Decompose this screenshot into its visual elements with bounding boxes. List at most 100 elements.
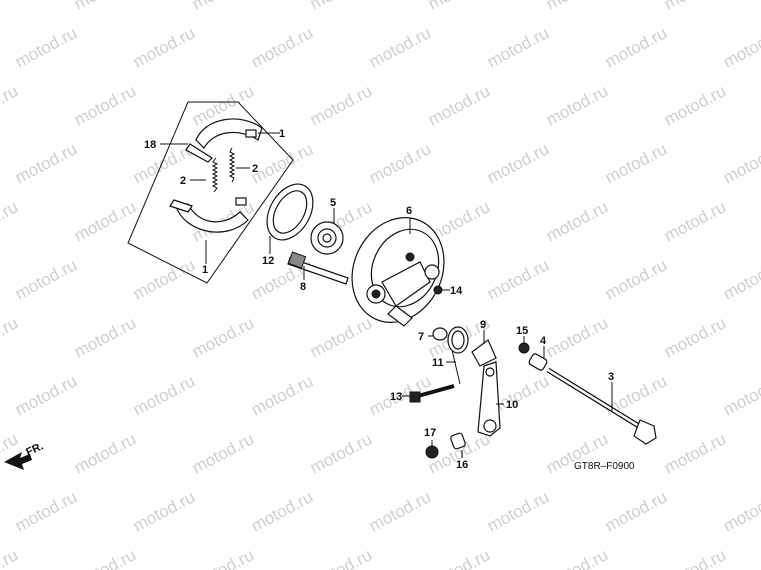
watermark-text: motod.ru bbox=[0, 429, 21, 477]
dust-seal bbox=[266, 183, 314, 241]
callout-16: 16 bbox=[456, 459, 468, 471]
watermark-text: motod.ru bbox=[307, 81, 375, 129]
watermark-text: motod.ru bbox=[661, 197, 729, 245]
watermark-text: motod.ru bbox=[12, 371, 80, 419]
watermark-text: motod.ru bbox=[661, 81, 729, 129]
watermark-text: motod.ru bbox=[130, 255, 198, 303]
watermark-text: motod.ru bbox=[248, 255, 316, 303]
diagram-code: GT8R–F0900 bbox=[574, 461, 635, 472]
watermark-text: motod.ru bbox=[0, 0, 21, 14]
callout-2-left: 2 bbox=[180, 175, 186, 187]
watermark-text: motod.ru bbox=[484, 487, 552, 535]
watermark-text: motod.ru bbox=[366, 23, 434, 71]
lock-nut bbox=[425, 445, 439, 459]
watermark-text: motod.ru bbox=[602, 139, 670, 187]
return-spring bbox=[447, 326, 469, 385]
watermark-text: motod.ru bbox=[602, 487, 670, 535]
callout-7: 7 bbox=[418, 331, 424, 343]
watermark-text: motod.ru bbox=[307, 545, 375, 570]
front-arrow-icon bbox=[4, 452, 32, 470]
watermark-text: motod.ru bbox=[189, 0, 257, 14]
wear-indicator bbox=[471, 339, 497, 367]
watermark-text: motod.ru bbox=[661, 545, 729, 570]
watermark-text: motod.ru bbox=[425, 81, 493, 129]
callout-1-upper: 1 bbox=[279, 128, 285, 140]
watermark-text: motod.ru bbox=[484, 139, 552, 187]
callout-11: 11 bbox=[432, 357, 444, 369]
callout-14: 14 bbox=[450, 285, 463, 297]
watermark-text: motod.ru bbox=[366, 487, 434, 535]
watermark-text: motod.ru bbox=[720, 255, 761, 303]
watermark-text: motod.ru bbox=[543, 197, 611, 245]
watermark-text: motod.ru bbox=[484, 23, 552, 71]
watermark-text: motod.ru bbox=[71, 429, 139, 477]
callout-18: 18 bbox=[144, 139, 156, 151]
pin bbox=[450, 432, 466, 450]
watermark-text: motod.ru bbox=[720, 487, 761, 535]
watermark-text: motod.ru bbox=[71, 0, 139, 14]
watermark-text: motod.ru bbox=[248, 371, 316, 419]
indicator-gear bbox=[310, 221, 344, 255]
front-label: FR. bbox=[24, 440, 45, 458]
watermark-text: motod.ru bbox=[425, 545, 493, 570]
watermark-text: motod.ru bbox=[0, 545, 21, 570]
axle bbox=[546, 367, 657, 445]
watermark-text: motod.ru bbox=[130, 23, 198, 71]
watermark-text: motod.ru bbox=[661, 0, 729, 14]
callout-6: 6 bbox=[406, 205, 412, 217]
watermark-text: motod.ru bbox=[189, 313, 257, 361]
watermark-text: motod.ru bbox=[71, 197, 139, 245]
watermark-text: motod.ru bbox=[720, 23, 761, 71]
callout-9: 9 bbox=[480, 319, 486, 331]
watermark-text: motod.ru bbox=[661, 429, 729, 477]
arm-bolt bbox=[409, 384, 455, 403]
watermark-text: motod.ru bbox=[543, 81, 611, 129]
watermark-text: motod.ru bbox=[366, 139, 434, 187]
watermark-text: motod.ru bbox=[602, 255, 670, 303]
watermark-text: motod.ru bbox=[307, 313, 375, 361]
watermark-text: motod.ru bbox=[12, 139, 80, 187]
callout-10: 10 bbox=[506, 399, 518, 411]
watermark-text: motod.ru bbox=[484, 255, 552, 303]
watermark-text: motod.ru bbox=[0, 81, 21, 129]
watermark-text: motod.ru bbox=[130, 371, 198, 419]
callout-1-lower: 1 bbox=[202, 264, 208, 276]
brake-cam bbox=[287, 251, 349, 285]
callout-15: 15 bbox=[516, 325, 528, 337]
watermark-text: motod.ru bbox=[189, 429, 257, 477]
watermark-text: motod.ru bbox=[12, 23, 80, 71]
callout-5: 5 bbox=[330, 197, 336, 209]
watermark-text: motod.ru bbox=[71, 545, 139, 570]
callouts: 1 1 2 2 18 12 8 5 6 14 7 9 11 13 10 15 4… bbox=[144, 128, 614, 471]
watermark-text: motod.ru bbox=[130, 487, 198, 535]
callout-13: 13 bbox=[390, 391, 402, 403]
leader-lines bbox=[160, 132, 613, 458]
callout-17: 17 bbox=[424, 427, 436, 439]
watermark-text: motod.ru bbox=[71, 81, 139, 129]
watermark-text: motod.ru bbox=[0, 197, 21, 245]
watermark-text: motod.ru bbox=[543, 0, 611, 14]
watermark-text: motod.ru bbox=[248, 487, 316, 535]
washer bbox=[432, 327, 448, 341]
brake-shoe-group bbox=[127, 101, 294, 284]
watermark-text: motod.ru bbox=[720, 371, 761, 419]
callout-8: 8 bbox=[300, 281, 306, 293]
nut bbox=[518, 342, 530, 354]
collar bbox=[528, 353, 548, 371]
callout-3: 3 bbox=[608, 371, 614, 383]
callout-2-right: 2 bbox=[252, 163, 258, 175]
watermark-text: motod.ru bbox=[543, 313, 611, 361]
small-bolt bbox=[433, 285, 443, 295]
watermark-text: motod.ru bbox=[720, 139, 761, 187]
watermark-text: motod.ru bbox=[307, 429, 375, 477]
callout-12: 12 bbox=[262, 255, 274, 267]
watermark-text: motod.ru bbox=[307, 0, 375, 14]
watermark-text: motod.ru bbox=[661, 313, 729, 361]
watermark-text: motod.ru bbox=[248, 23, 316, 71]
watermark-text: motod.ru bbox=[12, 487, 80, 535]
watermark-text: motod.ru bbox=[12, 255, 80, 303]
watermark-text: motod.ru bbox=[71, 313, 139, 361]
watermark-text: motod.ru bbox=[543, 545, 611, 570]
brake-arm bbox=[477, 361, 501, 437]
